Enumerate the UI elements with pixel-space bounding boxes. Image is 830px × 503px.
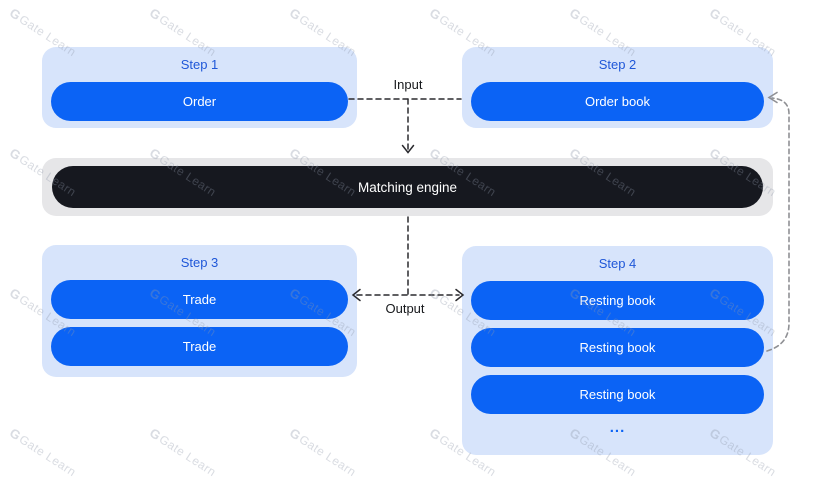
step2-pills: Order book	[462, 73, 773, 121]
step2-card: Step 2 Order book	[462, 47, 773, 128]
order-book-pill: Order book	[471, 82, 764, 121]
step4-title: Step 4	[598, 256, 637, 271]
step4-card: Step 4 Resting book Resting book Resting…	[462, 246, 773, 455]
step3-pills: Trade Trade	[42, 271, 357, 366]
resting-book-pill: Resting book	[471, 281, 764, 320]
step3-card: Step 3 Trade Trade	[42, 245, 357, 377]
step1-pills: Order	[42, 73, 357, 121]
input-label: Input	[393, 77, 423, 92]
step3-title: Step 3	[180, 255, 219, 270]
step1-title: Step 1	[180, 57, 219, 72]
arrow-down-icon	[401, 144, 415, 154]
matching-engine-pill: Matching engine	[52, 166, 763, 208]
order-pill: Order	[51, 82, 348, 121]
matching-engine-container: Matching engine	[42, 158, 773, 216]
feedback-arrow-left-icon	[767, 91, 778, 104]
resting-book-pill: Resting book	[471, 328, 764, 367]
feedback-curve-line	[766, 97, 790, 352]
step1-card: Step 1 Order	[42, 47, 357, 128]
arrow-right-icon	[455, 288, 465, 302]
resting-book-pill: Resting book	[471, 375, 764, 414]
step4-pills: Resting book Resting book Resting book	[462, 272, 773, 414]
step2-title: Step 2	[598, 57, 637, 72]
arrow-left-icon	[351, 288, 361, 302]
more-items-ellipsis: ...	[609, 419, 626, 436]
trade-pill: Trade	[51, 280, 348, 319]
trade-pill: Trade	[51, 327, 348, 366]
output-label: Output	[385, 301, 425, 316]
